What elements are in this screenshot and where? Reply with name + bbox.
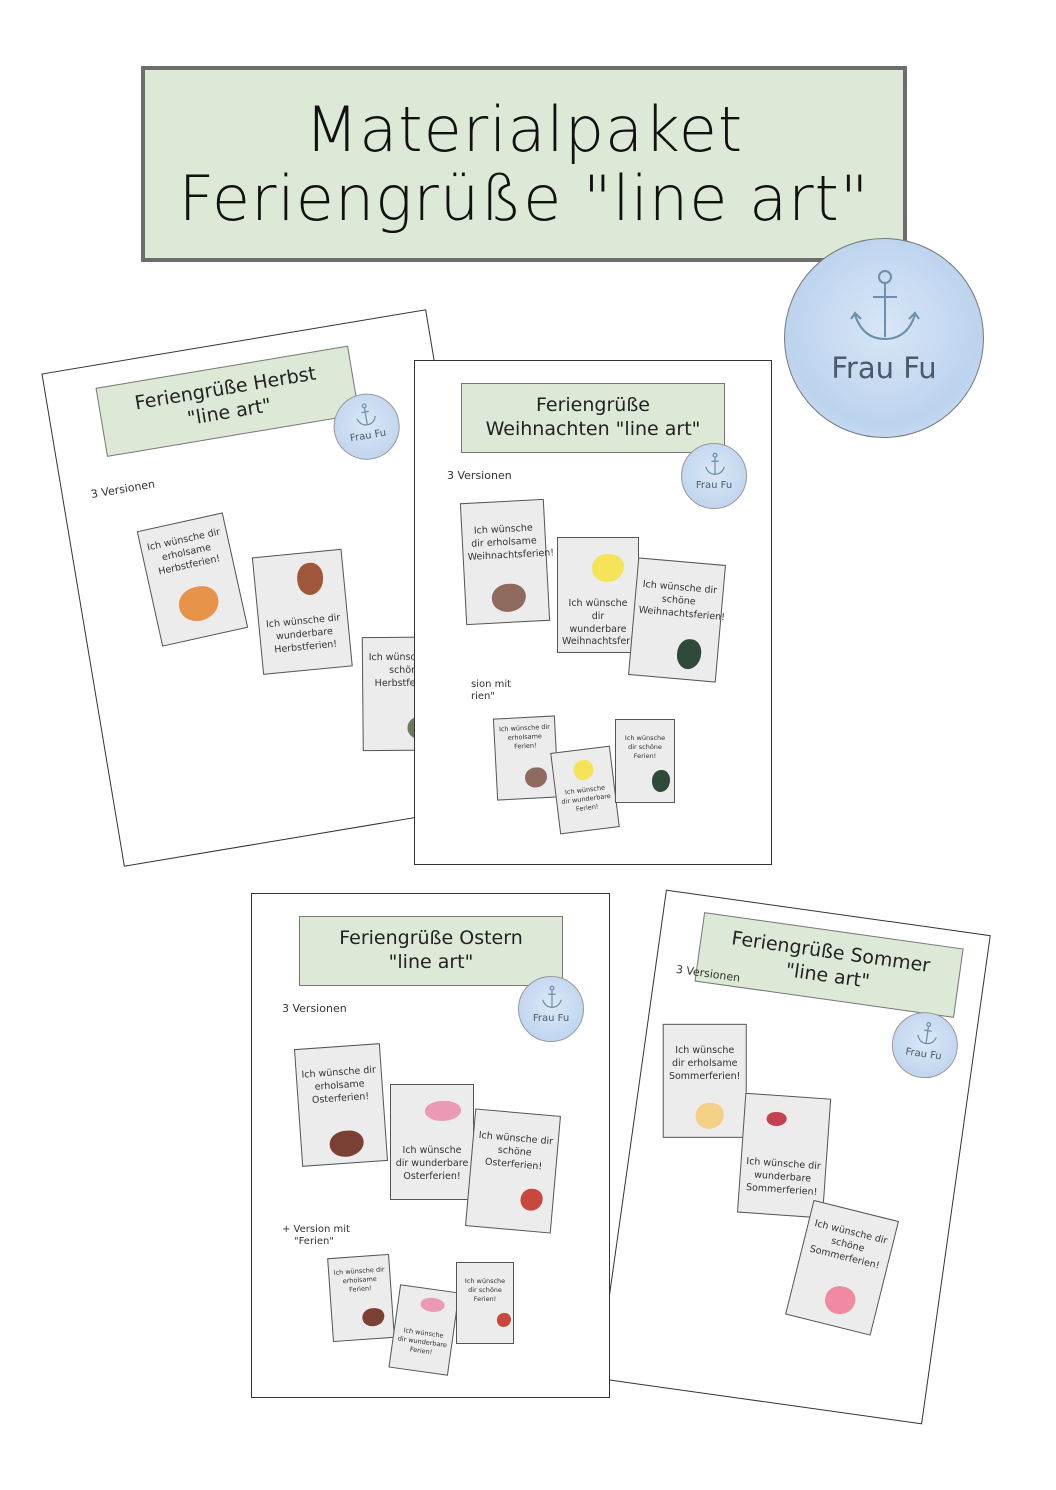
logo-text: Frau Fu <box>904 1046 943 1063</box>
bunny-icon <box>361 1307 385 1327</box>
card-text: Ich wünsche dir schöne Ferien! <box>624 734 666 760</box>
logo-text: Frau Fu <box>695 480 733 491</box>
card-text: Ich wünsche dir wunderbare Osterferien! <box>395 1145 469 1182</box>
anchor-icon <box>917 1022 937 1045</box>
sheet-title-line2: Weihnachten "line art" <box>485 418 701 440</box>
card-text: Ich wünsche dir erholsame Ferien! <box>333 1265 385 1294</box>
watermelon-icon <box>822 1283 859 1318</box>
mini-card: Ich wünsche dir schöne Ferien! <box>456 1262 514 1344</box>
sheet-sommer: Feriengrüße Sommer "line art" Frau Fu 3 … <box>597 889 991 1425</box>
sheet-title: Feriengrüße Weihnachten "line art" <box>461 383 725 453</box>
card-text: Ich wünsche dir erholsame Ferien! <box>498 722 551 751</box>
mini-card: Ich wünsche dir wunderbare Ferien! <box>550 745 620 835</box>
extra-line2: rien" <box>471 691 495 702</box>
card-text: Ich wünsche dir schöne Weihnachtsferien! <box>638 578 726 623</box>
sheet-title-line1: Feriengrüße <box>536 394 650 417</box>
greeting-card: Ich wünsche dir schöne Sommerferien! <box>785 1199 900 1336</box>
anchor-icon <box>356 403 376 426</box>
card-text: Ich wünsche dir wunderbare Herbstferien! <box>265 612 341 656</box>
card-text: Ich wünsche dir wunderbare Sommerferien! <box>745 1156 822 1198</box>
greeting-card: Ich wünsche dir erholsame Herbstferien! <box>136 512 249 647</box>
card-text: Ich wünsche dir schöne Sommerferien! <box>808 1217 889 1272</box>
frau-fu-logo-small: Frau Fu <box>887 1007 963 1083</box>
frau-fu-logo-small: Frau Fu <box>681 443 747 509</box>
anchor-icon <box>850 270 920 341</box>
sheet-title: Feriengrüße Ostern "line art" <box>299 916 563 986</box>
bunny-icon <box>328 1129 365 1158</box>
card-text: Ich wünsche dir erholsame Osterferien! <box>301 1064 377 1106</box>
card-text: Ich wünsche dir schöne Ferien! <box>464 1277 506 1303</box>
anchor-icon <box>542 985 562 1008</box>
extra-line2: "Ferien" <box>294 1236 334 1247</box>
pumpkin-icon <box>175 582 223 625</box>
versions-label: 3 Versionen <box>282 1002 347 1015</box>
logo-text: Frau Fu <box>831 351 937 385</box>
greeting-card: Ich wünsche dir wunderbare Herbstferien! <box>251 548 353 675</box>
logo-text: Frau Fu <box>532 1013 570 1024</box>
frau-fu-logo-small: Frau Fu <box>328 388 405 465</box>
extra-line1: sion mit <box>471 679 512 690</box>
star-icon <box>592 554 624 582</box>
main-title-line1: Materialpaket <box>304 92 744 166</box>
greeting-card: Ich wünsche dir erholsame Osterferien! <box>293 1043 389 1167</box>
greeting-card: Ich wünsche dir schöne Osterferien! <box>465 1108 561 1234</box>
sheet-title: Feriengrüße Sommer "line art" <box>694 912 964 1018</box>
star-icon <box>572 758 595 782</box>
card-text: Ich wünsche dir wunderbare Ferien! <box>397 1326 448 1356</box>
anchor-icon <box>705 452 725 475</box>
flower-icon <box>497 1313 511 1327</box>
extra-version-label: + Version mit "Ferien" <box>282 1224 350 1248</box>
greeting-card: Ich wünsche dir erholsame Sommerferien! <box>662 1023 747 1138</box>
greeting-card: Ich wünsche dir wunderbare Sommerferien! <box>737 1092 832 1219</box>
mini-card: Ich wünsche dir erholsame Ferien! <box>492 715 560 801</box>
ice-cream-icon <box>695 1102 724 1129</box>
sheet-herbst: Feriengrüße Herbst "line art" Frau Fu 3 … <box>41 309 509 867</box>
sheet-title-line2: "line art" <box>388 951 474 973</box>
versions-label: 3 Versionen <box>447 469 512 482</box>
card-text: Ich wünsche dir erholsame Sommerferien! <box>668 1044 741 1082</box>
frau-fu-logo: Frau Fu <box>784 238 984 438</box>
sheet-title: Feriengrüße Herbst "line art" <box>95 345 360 457</box>
flower-icon <box>519 1187 544 1212</box>
reindeer-icon <box>491 582 527 613</box>
mini-card: Ich wünsche dir erholsame Ferien! <box>327 1253 395 1343</box>
card-text: Ich wünsche dir wunderbare Weihnachtsfer… <box>562 598 649 648</box>
mini-card: Ich wünsche dir schöne Ferien! <box>615 719 675 803</box>
tree-icon <box>675 638 703 671</box>
greeting-card: Ich wünsche dir wunderbare Osterferien! <box>390 1084 474 1200</box>
frau-fu-logo-small: Frau Fu <box>518 976 584 1042</box>
butterfly-icon <box>425 1101 461 1121</box>
versions-label: 3 Versionen <box>89 477 156 501</box>
main-title-line2: Feriengrüße "line art" <box>178 162 870 235</box>
card-text: Ich wünsche dir schöne Osterferien! <box>478 1129 554 1173</box>
tree-icon <box>652 770 670 792</box>
mini-card: Ich wünsche dir wunderbare Ferien! <box>388 1284 460 1376</box>
sheet-weihnachten: Feriengrüße Weihnachten "line art" Frau … <box>414 360 772 865</box>
greeting-card: Ich wünsche dir erholsame Weihnachtsferi… <box>459 498 555 626</box>
greeting-card: Ich wünsche dir wunderbare Weihnachtsfer… <box>557 537 649 653</box>
flamingo-icon <box>766 1111 788 1127</box>
card-text: Ich wünsche dir wunderbare Ferien! <box>560 783 612 813</box>
reindeer-icon <box>524 766 548 789</box>
extra-line1: + Version mit <box>282 1224 350 1235</box>
extra-version-label: sion mit rien" <box>471 679 511 703</box>
sheet-ostern: Feriengrüße Ostern "line art" Frau Fu 3 … <box>251 893 610 1398</box>
butterfly-icon <box>419 1296 446 1314</box>
greeting-card: Ich wünsche dir schöne Weihnachtsferien! <box>628 557 726 683</box>
sheet-title-line1: Feriengrüße Ostern <box>339 927 523 950</box>
main-title-box: Materialpaket Feriengrüße "line art" <box>141 66 907 262</box>
card-text: Ich wünsche dir erholsame Weihnachtsferi… <box>467 522 555 563</box>
leaf-icon <box>295 561 325 597</box>
logo-text: Frau Fu <box>349 427 388 445</box>
card-text: Ich wünsche dir erholsame Herbstferien! <box>146 526 222 578</box>
